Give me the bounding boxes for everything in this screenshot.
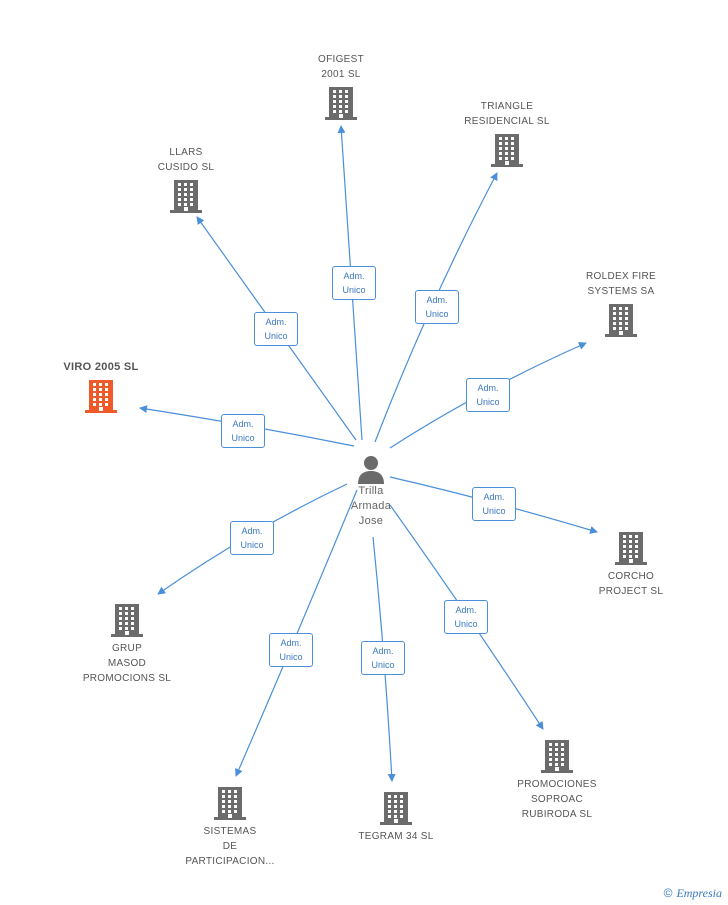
company-name: LLARS CUSIDO SL [157,147,215,173]
edge-role-line1: Adm. [232,419,254,429]
building-icon [491,134,523,167]
company-name: CORCHO PROJECT SL [598,571,664,597]
building-icon [85,380,117,413]
company-node-grup[interactable]: GRUP MASOD PROMOCIONS SL [62,603,192,686]
edge-role-line2: Unico [279,652,303,662]
edge-role-line2: Unico [482,506,506,516]
company-node-triangle[interactable]: TRIANGLE RESIDENCIAL SL [442,99,572,167]
edge-label-ofigest[interactable]: Adm. Unico [332,266,376,300]
edge-label-tegram[interactable]: Adm. Unico [361,641,405,675]
company-node-llars[interactable]: LLARS CUSIDO SL [121,145,251,213]
edge-label-roldex[interactable]: Adm. Unico [466,378,510,412]
edge-label-grup[interactable]: Adm. Unico [230,521,274,555]
edge-role-line1: Adm. [372,646,394,656]
brand-name: Empresia [676,886,722,900]
company-node-sistemas[interactable]: SISTEMAS DE PARTICIPACION... [165,786,295,869]
company-name: TRIANGLE RESIDENCIAL SL [464,101,550,127]
company-node-roldex[interactable]: ROLDEX FIRE SYSTEMS SA [556,269,686,337]
company-node-corcho[interactable]: CORCHO PROJECT SL [566,531,696,599]
edge-role-line1: Adm. [477,383,499,393]
edge-role-line1: Adm. [343,271,365,281]
building-icon [605,304,637,337]
edge-label-viro[interactable]: Adm. Unico [221,414,265,448]
edge-label-sistemas[interactable]: Adm. Unico [269,633,313,667]
edge-role-line2: Unico [425,309,449,319]
edge-label-llars[interactable]: Adm. Unico [254,312,298,346]
company-name: PROMOCIONES SOPROAC RUBIRODA SL [517,779,597,820]
company-name: GRUP MASOD PROMOCIONS SL [82,643,172,684]
edge-role-line1: Adm. [280,638,302,648]
building-icon [214,787,246,820]
edge-role-line1: Adm. [455,605,477,615]
edge-role-line2: Unico [240,540,264,550]
building-icon [541,740,573,773]
edge-role-line1: Adm. [265,317,287,327]
company-node-tegram[interactable]: TEGRAM 34 SL [331,791,461,844]
company-name: VIRO 2005 SL [63,361,139,373]
edge-role-line2: Unico [264,331,288,341]
edge-role-line1: Adm. [241,526,263,536]
edge-role-line2: Unico [342,285,366,295]
edge-role-line2: Unico [371,660,395,670]
edge-role-line2: Unico [231,433,255,443]
building-icon [170,180,202,213]
company-node-viro[interactable]: VIRO 2005 SL [36,360,166,413]
company-name: ROLDEX FIRE SYSTEMS SA [586,271,656,297]
company-node-ofigest[interactable]: OFIGEST 2001 SL [276,52,406,120]
company-name: TEGRAM 34 SL [358,831,434,842]
edge-label-promociones[interactable]: Adm. Unico [444,600,488,634]
footer-brand[interactable]: ©Empresia [664,886,722,901]
person-icon [358,456,384,484]
company-name: SISTEMAS DE PARTICIPACION... [185,826,275,867]
person-name: Trilla Armada Jose [350,485,392,527]
edge-role-line1: Adm. [426,295,448,305]
building-icon [380,792,412,825]
edge-label-corcho[interactable]: Adm. Unico [472,487,516,521]
person-node-center[interactable]: Trilla Armada Jose [336,454,406,529]
edge-role-line2: Unico [476,397,500,407]
edge-label-triangle[interactable]: Adm. Unico [415,290,459,324]
edge-role-line2: Unico [454,619,478,629]
company-node-promociones[interactable]: PROMOCIONES SOPROAC RUBIRODA SL [492,739,622,822]
building-icon [325,87,357,120]
building-icon [111,604,143,637]
copyright-icon: © [663,886,673,900]
company-name: OFIGEST 2001 SL [318,54,364,80]
building-icon [615,532,647,565]
edge-role-line1: Adm. [483,492,505,502]
